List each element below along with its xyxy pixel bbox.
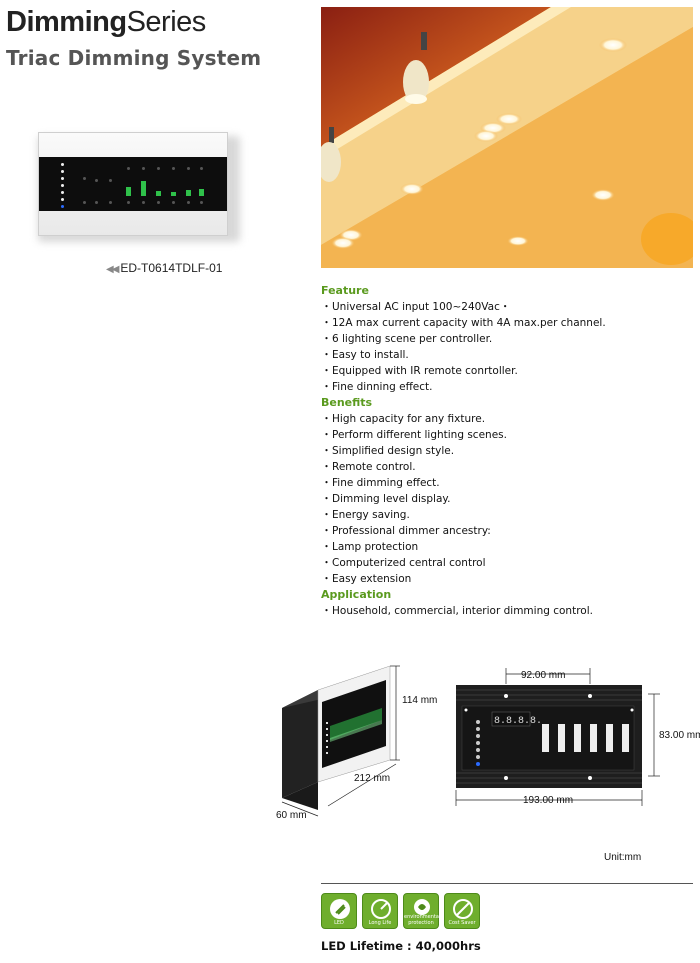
spec-text: Feature ・Universal AC input 100~240Vac・・… <box>321 283 693 619</box>
bullet: ・ <box>321 333 332 345</box>
list-item-text: Lamp protection <box>332 541 419 553</box>
pcb-top-view: 8.8.8.8. 92.00 mm <box>455 668 700 806</box>
led-bulb-icon <box>330 899 350 919</box>
bullet: ・ <box>321 509 332 521</box>
bullet: ・ <box>321 429 332 441</box>
ceiling-lighting-photo <box>321 7 693 268</box>
list-item: ・Lamp protection <box>321 539 693 555</box>
display-digits: 8.8.8.8. <box>494 716 542 727</box>
benefits-heading: Benefits <box>321 396 373 409</box>
list-item-text: Fine dimming effect. <box>332 477 440 489</box>
list-item: ・Dimming level display. <box>321 491 693 507</box>
bullet: ・ <box>321 301 332 313</box>
model-number-text: ED-T0614TDLF-01 <box>120 261 223 275</box>
list-item-text: Household, commercial, interior dimming … <box>332 605 593 617</box>
list-item: ・Perform different lighting scenes. <box>321 427 693 443</box>
list-item: ・Professional dimmer ancestry: <box>321 523 693 539</box>
list-item: ・Equipped with IR remote conrtoller. <box>321 363 693 379</box>
series-title-bold: Dimming <box>6 6 127 38</box>
bullet: ・ <box>321 381 332 393</box>
bottom-span-dimension: 193.00 mm <box>523 795 573 806</box>
bullet: ・ <box>321 541 332 553</box>
list-item: ・Computerized central control <box>321 555 693 571</box>
product-3d-view: 114 mm 212 mm 60 mm <box>276 665 437 821</box>
divider <box>321 883 693 884</box>
list-item-text: Dimming level display. <box>332 493 451 505</box>
bullet: ・ <box>321 573 332 585</box>
dimension-drawings: 114 mm 212 mm 60 mm 8.8.8.8. <box>270 660 700 830</box>
led-lifetime: LED Lifetime : 40,000hrs <box>321 939 481 953</box>
list-item: ・6 lighting scene per controller. <box>321 331 693 347</box>
list-item: ・Energy saving. <box>321 507 693 523</box>
list-item-text: Energy saving. <box>332 509 410 521</box>
feature-list: ・Universal AC input 100~240Vac・・12A max … <box>321 299 693 395</box>
led-badge: LED <box>321 893 357 929</box>
list-item-text: Professional dimmer ancestry: <box>332 525 491 537</box>
list-item-text: 12A max current capacity with 4A max.per… <box>332 317 606 329</box>
list-item: ・Remote control. <box>321 459 693 475</box>
list-item-text: Equipped with IR remote conrtoller. <box>332 365 518 377</box>
list-item: ・Easy extension <box>321 571 693 587</box>
list-item-text: High capacity for any fixture. <box>332 413 486 425</box>
model-number: ◀◀ED-T0614TDLF-01 <box>106 261 222 275</box>
top-span-dimension: 92.00 mm <box>521 670 565 681</box>
bullet: ・ <box>321 461 332 473</box>
list-item-text: Remote control. <box>332 461 416 473</box>
depth-dimension: 60 mm <box>276 810 307 821</box>
feature-heading: Feature <box>321 284 369 297</box>
scene-led-column <box>61 163 65 212</box>
eco-badge: environmental protection <box>403 893 441 929</box>
cost-saver-icon <box>453 899 473 919</box>
bullet: ・ <box>321 445 332 457</box>
list-item: ・Universal AC input 100~240Vac・ <box>321 299 693 315</box>
bullet: ・ <box>321 477 332 489</box>
series-title-light: Series <box>126 6 207 38</box>
list-item: ・Easy to install. <box>321 347 693 363</box>
badge-label: LED <box>334 920 344 926</box>
badge-label: Long Life <box>368 920 392 926</box>
list-item: ・Fine dimming effect. <box>321 475 693 491</box>
list-item: ・High capacity for any fixture. <box>321 411 693 427</box>
list-item-text: Universal AC input 100~240Vac・ <box>332 301 511 313</box>
eco-hand-icon <box>414 899 430 915</box>
list-item-text: Computerized central control <box>332 557 486 569</box>
bullet: ・ <box>321 605 332 617</box>
list-item: ・Fine dinning effect. <box>321 379 693 395</box>
application-heading: Application <box>321 588 392 601</box>
list-item-text: 6 lighting scene per controller. <box>332 333 493 345</box>
side-span-dimension: 83.00 mm <box>659 730 700 741</box>
long-life-icon <box>371 899 391 919</box>
bullet: ・ <box>321 525 332 537</box>
long-life-badge: Long Life <box>362 893 398 929</box>
series-title: DimmingSeries <box>6 6 206 39</box>
bullet: ・ <box>321 349 332 361</box>
arrow-icon: ◀◀ <box>106 264 119 275</box>
product-image <box>32 128 240 244</box>
application-list: ・Household, commercial, interior dimming… <box>321 603 693 619</box>
height-dimension: 114 mm <box>402 695 437 706</box>
bullet: ・ <box>321 317 332 329</box>
list-item-text: Fine dinning effect. <box>332 381 433 393</box>
bullet: ・ <box>321 365 332 377</box>
badge-label: Cost Saver <box>448 920 476 926</box>
list-item: ・Simplified design style. <box>321 443 693 459</box>
bullet: ・ <box>321 557 332 569</box>
badge-label: environmental protection <box>404 914 441 926</box>
cost-saver-badge: Cost Saver <box>444 893 480 929</box>
benefits-list: ・High capacity for any fixture.・Perform … <box>321 411 693 587</box>
list-item-text: Easy to install. <box>332 349 409 361</box>
list-item: ・12A max current capacity with 4A max.pe… <box>321 315 693 331</box>
bullet: ・ <box>321 413 332 425</box>
list-item-text: Simplified design style. <box>332 445 455 457</box>
list-item: ・Household, commercial, interior dimming… <box>321 603 693 619</box>
unit-label: Unit:mm <box>604 852 642 863</box>
list-item-text: Easy extension <box>332 573 412 585</box>
bullet: ・ <box>321 493 332 505</box>
list-item-text: Perform different lighting scenes. <box>332 429 507 441</box>
subtitle: Triac Dimming System <box>6 46 262 70</box>
width-dimension: 212 mm <box>354 773 390 784</box>
